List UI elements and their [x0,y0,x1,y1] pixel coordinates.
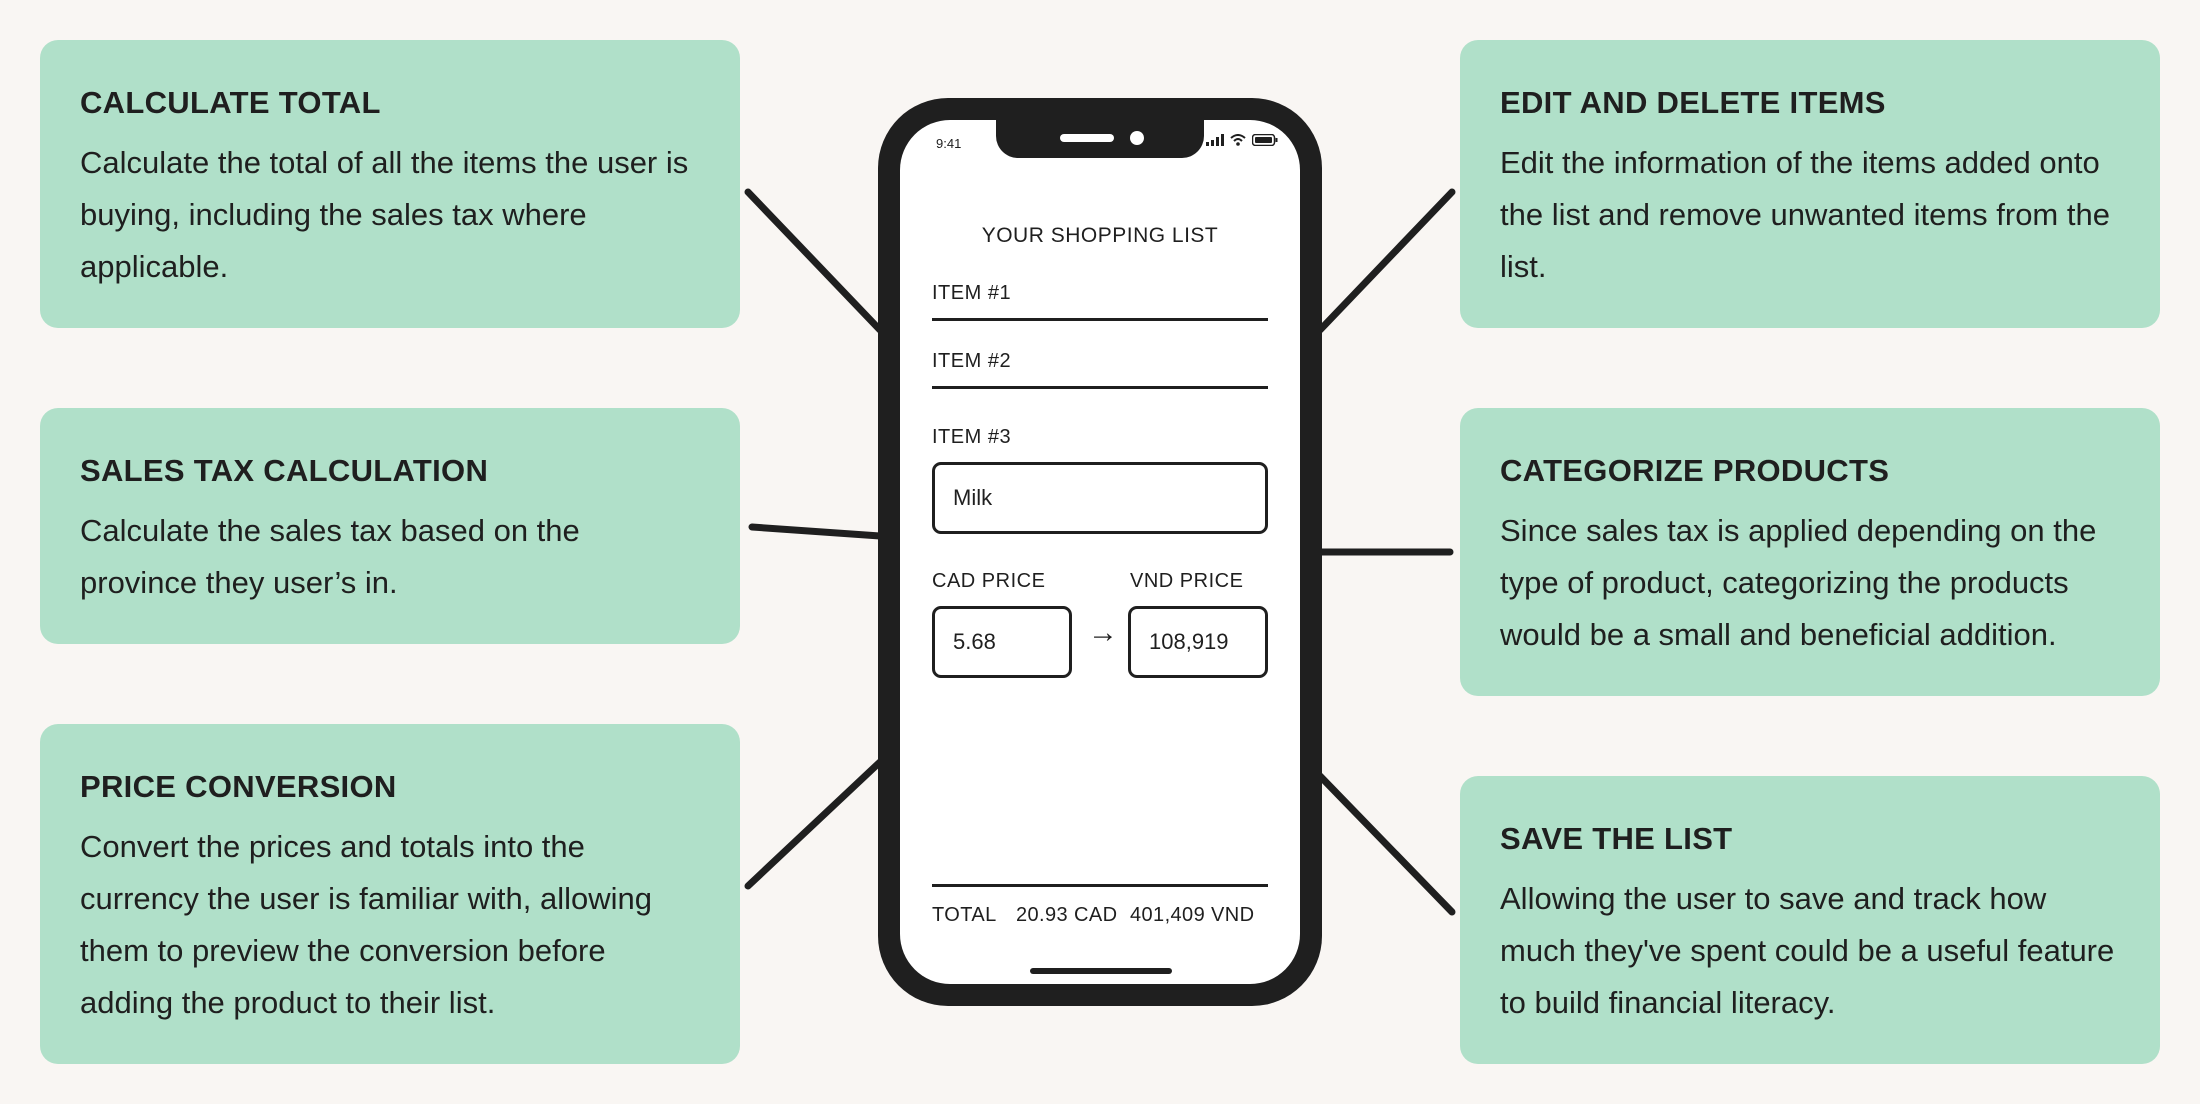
item1-label: ITEM #1 [932,282,1012,304]
card-body: Convert the prices and totals into the c… [80,829,652,1021]
home-indicator [1030,968,1172,974]
card-title: CALCULATE TOTAL [80,85,381,120]
connector-calculate-total [744,188,884,334]
card-title: EDIT AND DELETE ITEMS [1500,85,1886,120]
connector-sales-tax [748,523,884,540]
speaker-icon [1060,134,1114,142]
item1-input[interactable] [932,318,1268,321]
total-cad: 20.93 CAD [1016,904,1118,926]
cad-price-input[interactable]: 5.68 [932,606,1072,678]
battery-icon [1252,134,1278,146]
card-body: Calculate the sales tax based on the pro… [80,513,580,601]
connector-price-conversion [744,758,884,890]
card-title: CATEGORIZE PRODUCTS [1500,453,1890,488]
connector-save-list [1316,772,1456,916]
signal-icon [1206,134,1224,146]
card-sales-tax: SALES TAX CALCULATION Calculate the sale… [40,408,740,644]
phone-notch [996,120,1204,158]
vnd-price-input[interactable]: 108,919 [1128,606,1268,678]
card-body: Since sales tax is applied depending on … [1500,513,2097,653]
card-title: SAVE THE LIST [1500,821,1733,856]
item3-label: ITEM #3 [932,426,1012,448]
cad-price-label: CAD PRICE [932,570,1046,592]
item2-label: ITEM #2 [932,350,1012,372]
card-title: SALES TAX CALCULATION [80,453,489,488]
wifi-icon [1230,134,1246,146]
card-categorize: CATEGORIZE PRODUCTS Since sales tax is a… [1460,408,2160,696]
card-save-list: SAVE THE LIST Allowing the user to save … [1460,776,2160,1064]
card-body: Edit the information of the items added … [1500,145,2110,285]
phone-mockup: 9:41 YOUR SHOPPING LIST ITEM #1 ITEM # [878,98,1322,1006]
vnd-price-label: VND PRICE [1130,570,1244,592]
connector-edit-delete [1316,188,1456,334]
arrow-right-icon: → [1088,616,1118,649]
card-price-conversion: PRICE CONVERSION Convert the prices and … [40,724,740,1064]
card-title: PRICE CONVERSION [80,769,397,804]
total-label: TOTAL [932,904,997,926]
item2-input[interactable] [932,386,1268,389]
card-edit-delete: EDIT AND DELETE ITEMS Edit the informati… [1460,40,2160,328]
total-vnd: 401,409 VND [1130,904,1255,926]
app-title: YOUR SHOPPING LIST [981,224,1219,247]
total-divider [932,884,1268,887]
status-time: 9:41 [936,136,962,151]
card-body: Calculate the total of all the items the… [80,145,689,285]
status-icons [1206,134,1278,146]
item3-input[interactable]: Milk [932,462,1268,534]
phone-screen: 9:41 YOUR SHOPPING LIST ITEM #1 ITEM # [900,120,1300,984]
card-body: Allowing the user to save and track how … [1500,881,2115,1021]
card-calculate-total: CALCULATE TOTAL Calculate the total of a… [40,40,740,328]
total-row: TOTAL 20.93 CAD 401,409 VND [932,904,1254,927]
camera-icon [1130,131,1144,145]
